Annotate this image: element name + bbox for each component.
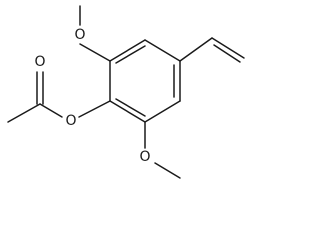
chemical-structure: O O O O — [7, 5, 245, 179]
bottom-methoxy-o-ch3-bond — [154, 162, 181, 179]
ring-bond-c4-c5 — [144, 100, 181, 123]
ester-ring-oxygen-label: O — [65, 113, 76, 129]
acetoxy-c-o-bond — [78, 100, 111, 118]
acetoxy-o-c-bond — [39, 103, 63, 118]
ring-bond-c2-c3 — [144, 39, 181, 62]
bonds — [7, 5, 245, 179]
acetoxy-methyl-bond — [7, 103, 41, 123]
vinyl-bond-2 — [211, 37, 245, 59]
ring-bond-c5-c6 — [109, 100, 146, 123]
bottom-methoxy-oxygen-label: O — [139, 149, 150, 165]
ring-double-bond-c1-c2 — [115, 45, 146, 64]
top-methoxy-c-o-bond — [79, 43, 111, 62]
ring-bond-c1-c2 — [109, 39, 146, 62]
top-methoxy-oxygen-label: O — [74, 27, 85, 43]
ring-double-bond-c5-c6 — [115, 98, 146, 117]
vinyl-double-bond — [213, 44, 241, 63]
ester-carbonyl-oxygen-label: O — [34, 54, 45, 70]
atom-labels: O O O O — [34, 27, 150, 165]
vinyl-bond-1 — [179, 37, 213, 62]
